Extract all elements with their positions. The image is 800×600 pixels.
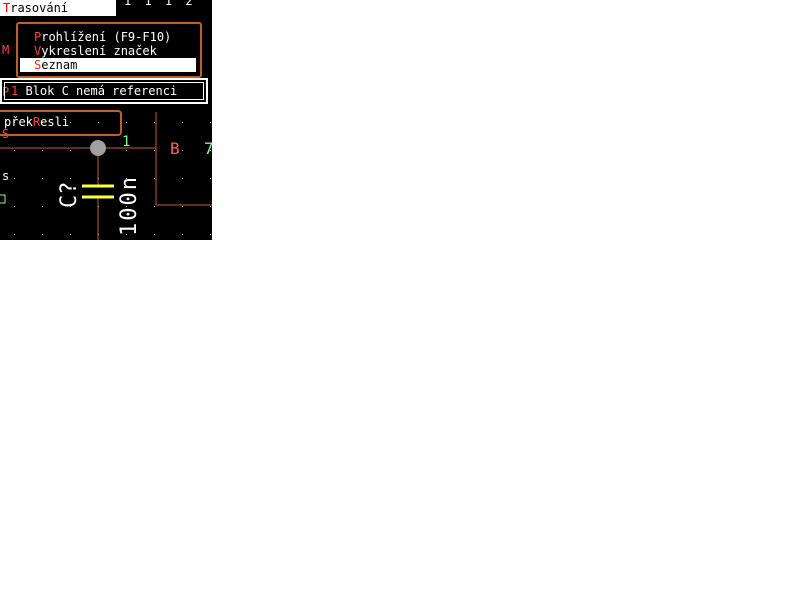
grid-dot (182, 178, 183, 179)
grid-dot (126, 234, 127, 235)
hotkey-letter: R (32, 115, 41, 129)
block-label-2: 7 (204, 139, 212, 158)
grid-dot (70, 122, 71, 123)
grid-dot (210, 150, 211, 151)
grid-dot (154, 206, 155, 207)
grid-dot (210, 122, 211, 123)
grid-dot (70, 234, 71, 235)
grid-dot (42, 206, 43, 207)
grid-dot (70, 150, 71, 151)
grid-dot (154, 178, 155, 179)
grid-dot (126, 122, 127, 123)
redraw-button[interactable]: překResli (0, 110, 122, 136)
grid-dot (42, 178, 43, 179)
submenu-item-prohlizeni[interactable]: Prohlížení (F9-F10) (34, 30, 171, 44)
grid-dots (14, 122, 211, 235)
submenu-item-label: eznam (41, 58, 78, 72)
grid-dot (14, 234, 15, 235)
block-label: B (170, 139, 180, 158)
submenu-item-vykresleni[interactable]: Vykreslení značek (34, 44, 157, 58)
grid-dot (14, 122, 15, 123)
junction-dot[interactable] (90, 140, 106, 156)
grid-dot (154, 150, 155, 151)
cad-viewport[interactable]: 1 B 7 C? 100n Trasování 1 1 1 2 M P S s … (0, 0, 212, 240)
grid-dot (126, 178, 127, 179)
grid-dot (210, 178, 211, 179)
submenu-panel: Prohlížení (F9-F10) Vykreslení značek Se… (16, 22, 202, 78)
grid-dot (182, 206, 183, 207)
grid-dot (42, 234, 43, 235)
message-text: Blok C nemá referenci (25, 84, 178, 98)
grid-dot (42, 122, 43, 123)
hotkey-letter: T (3, 1, 11, 15)
top-right-status: 1 1 1 2 (124, 0, 196, 8)
redraw-label-pre: přek (4, 115, 33, 129)
redraw-label-post: esli (40, 115, 70, 129)
grid-dot (182, 122, 183, 123)
hotkey-letter: P (34, 30, 42, 44)
menu-letter[interactable]: P (2, 85, 10, 99)
grid-dot (70, 178, 71, 179)
grid-dot (126, 150, 127, 151)
submenu-item-label: ykreslení značek (41, 44, 157, 58)
grid-dot (70, 206, 71, 207)
grid-dot (154, 122, 155, 123)
grid-dot (154, 234, 155, 235)
message-number: 1 (11, 84, 19, 98)
edge-marker (0, 194, 6, 204)
menu-item-label: rasování (10, 1, 69, 15)
menu-item-trasovani[interactable]: Trasování (0, 0, 116, 16)
component-ref-label[interactable]: C? (57, 182, 82, 209)
grid-dot (210, 234, 211, 235)
menu-letter[interactable]: M (2, 43, 10, 57)
hotkey-letter: V (34, 44, 42, 58)
grid-dot (126, 206, 127, 207)
grid-dot (14, 206, 15, 207)
menu-letter[interactable]: s (2, 169, 10, 183)
grid-dot (210, 206, 211, 207)
grid-dot (14, 178, 15, 179)
component-value-label[interactable]: 100n (117, 175, 142, 236)
hotkey-letter: S (34, 58, 42, 72)
grid-dot (182, 150, 183, 151)
schematic-canvas[interactable]: 1 B 7 C? 100n (0, 0, 212, 240)
submenu-item-seznam[interactable]: Seznam (20, 58, 196, 72)
grid-dot (42, 150, 43, 151)
pin-number-label: 1 (122, 134, 130, 150)
grid-dot (98, 122, 99, 123)
message-dialog: 1 Blok C nemá referenci (0, 78, 208, 104)
grid-dot (14, 150, 15, 151)
submenu-item-label: rohlížení (F9-F10) (41, 30, 172, 44)
grid-dot (182, 234, 183, 235)
